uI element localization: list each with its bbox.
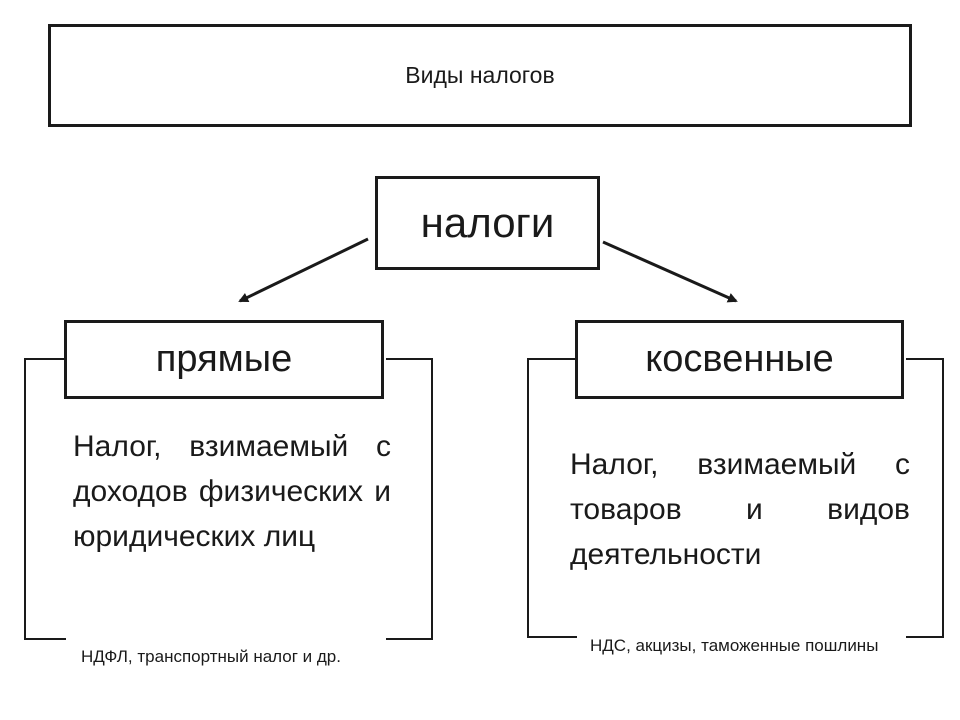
root-label: налоги [420, 199, 555, 246]
arrow-to-indirect [602, 240, 738, 303]
indirect-tax-examples: НДС, акцизы, таможенные пошлины [590, 632, 886, 660]
diagram-title: Виды налогов [405, 62, 555, 88]
direct-tax-label: прямые [155, 338, 293, 380]
direct-tax-node: прямые [64, 320, 384, 399]
arrow-to-direct [238, 237, 369, 303]
direct-bracket-left [24, 358, 66, 640]
direct-tax-definition: Налог, взимаемый с доходов физических и … [73, 430, 391, 553]
direct-bracket-right [386, 358, 433, 640]
root-node: налоги [375, 176, 600, 270]
indirect-bracket-right [906, 358, 944, 638]
diagram-title-box: Виды налогов [48, 24, 912, 127]
indirect-tax-label: косвенные [645, 338, 834, 380]
indirect-tax-node: косвенные [575, 320, 904, 399]
direct-tax-examples: НДФЛ, транспортный налог и др. [81, 643, 379, 671]
indirect-bracket-left [527, 358, 577, 638]
indirect-tax-definition: Налог, взимаемый с товаров и видов деяте… [570, 448, 910, 571]
